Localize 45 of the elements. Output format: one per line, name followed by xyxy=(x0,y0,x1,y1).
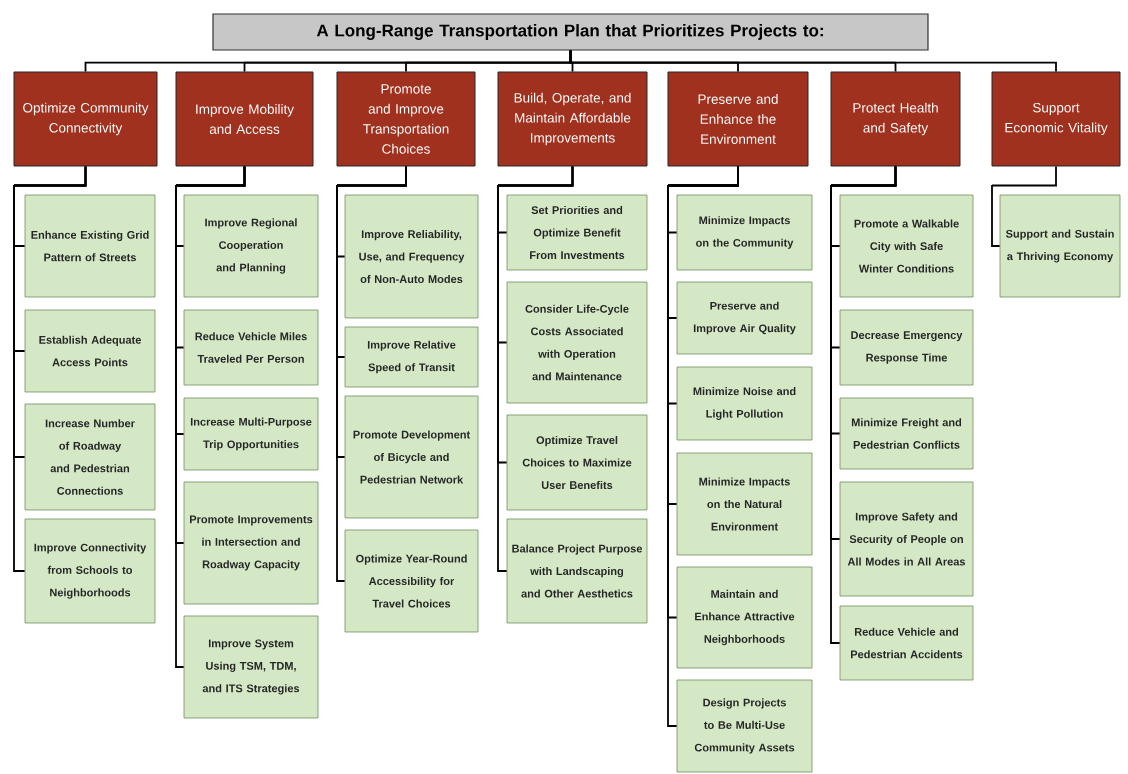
title-box: A Long-Range Transportation Plan that Prioritizes Projects to: xyxy=(212,13,929,51)
objective-box: Increase Multi-Purpose Trip Opportunities xyxy=(183,397,319,471)
objective-box: Improve Safety and Security of People on All Modes in All Areas xyxy=(839,481,974,597)
objective-box: Increase Number of Roadway and Pedestrian Connections xyxy=(24,403,156,511)
goal-box: Build, Operate, and Maintain Affordable Improvements xyxy=(497,71,648,167)
objective-box: Improve Relative Speed of Transit xyxy=(344,326,479,388)
goal-box: Preserve and Enhance the Environment xyxy=(667,71,809,167)
objective-box: Promote a Walkable City with Safe Winter Conditions xyxy=(839,194,974,298)
goal-box: Support Economic Vitality xyxy=(991,71,1121,167)
objective-box: Support and Sustain a Thriving Economy xyxy=(999,194,1121,298)
connector-line xyxy=(569,49,1057,73)
connector-line xyxy=(830,165,897,644)
connector-line xyxy=(667,165,739,727)
objective-box: Promote Development of Bicycle and Pedestrian Network xyxy=(344,395,479,519)
objective-box: Minimize Freight and Pedestrian Conflicts xyxy=(839,397,974,470)
objective-box: Improve Connectivity from Schools to Neighborhoods xyxy=(24,518,156,624)
objective-box: Improve System Using TSM, TDM, and ITS Strategies xyxy=(183,615,319,719)
connector-line xyxy=(497,165,574,572)
connector-line xyxy=(336,165,407,582)
objective-box: Improve Regional Cooperation and Planning xyxy=(183,194,319,298)
objective-box: Optimize Year-Round Accessibility for Travel Choices xyxy=(344,529,479,633)
objective-box: Promote Improvements in Intersection and Roadway Capacity xyxy=(183,481,319,605)
goal-box: Promote and Improve Transportation Choices xyxy=(336,71,476,167)
connector-line xyxy=(175,165,246,668)
goal-box: Improve Mobility and Access xyxy=(175,71,314,167)
objective-box: Improve Reliability, Use, and Frequency of Non-Auto Modes xyxy=(344,194,479,319)
goal-box: Protect Health and Safety xyxy=(830,71,961,167)
connector-line xyxy=(13,165,87,572)
objective-box: Minimize Noise and Light Pollution xyxy=(676,366,813,441)
objective-box: Design Projects to Be Multi-Use Community Assets xyxy=(676,679,813,773)
objective-box: Establish Adequate Access Points xyxy=(24,309,156,393)
objective-box: Maintain and Enhance Attractive Neighborhoods xyxy=(676,566,813,669)
objective-box: Minimize Impacts on the Community xyxy=(676,194,813,271)
objective-box: Consider Life-Cycle Costs Associated with Operation and Maintenance xyxy=(506,281,648,404)
objective-box: Minimize Impacts on the Natural Environment xyxy=(676,452,813,556)
goal-box: Optimize Community Connectivity xyxy=(13,71,158,167)
objective-box: Reduce Vehicle and Pedestrian Accidents xyxy=(839,605,974,681)
objective-box: Reduce Vehicle Miles Traveled Per Person xyxy=(183,309,319,386)
objective-box: Balance Project Purpose with Landscaping and Other Aesthetics xyxy=(506,518,648,624)
objective-box: Enhance Existing Grid Pattern of Streets xyxy=(24,194,156,298)
objective-box: Optimize Travel Choices to Maximize User Benefits xyxy=(506,414,648,511)
objective-box: Set Priorities and Optimize Benefit From Investments xyxy=(506,194,648,271)
connector-line xyxy=(991,165,1057,247)
objective-box: Decrease Emergency Response Time xyxy=(839,309,974,386)
objective-box: Preserve and Improve Air Quality xyxy=(676,281,813,355)
